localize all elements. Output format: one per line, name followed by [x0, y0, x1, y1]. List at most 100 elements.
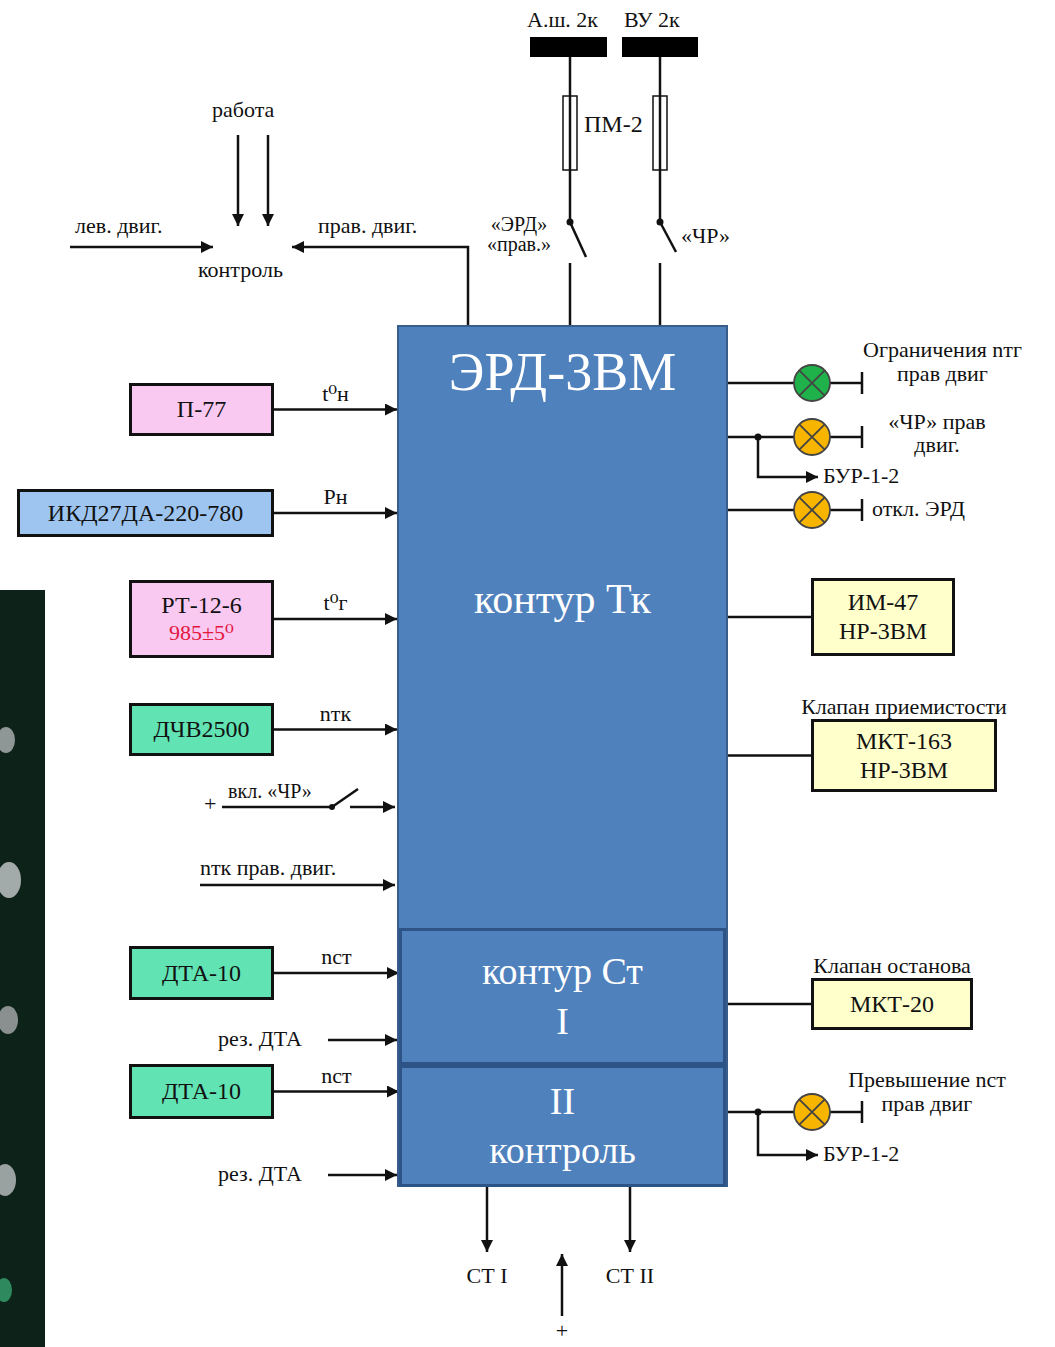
- switch-contact: [329, 804, 335, 810]
- switch-contact: [567, 219, 574, 226]
- annotation-label: +: [556, 1319, 568, 1343]
- photo-bolt: [0, 1164, 16, 1196]
- bus-bar: [622, 37, 698, 57]
- switch-blade: [660, 222, 676, 252]
- node-text: 985±5⁰: [169, 620, 234, 646]
- node-text: I: [556, 997, 569, 1046]
- fuse-symbol: [653, 96, 667, 170]
- node-text: МКТ-20: [850, 990, 934, 1019]
- signal-arrow: [350, 806, 395, 809]
- sensor-box: ИКД27ДА-220-780: [17, 489, 274, 537]
- annotation-label: контроль: [198, 258, 283, 282]
- annotation-label: рез. ДТА: [218, 1162, 302, 1186]
- lamp-cross: [799, 497, 824, 522]
- lamp-terminal: [861, 499, 864, 521]
- node-text: ИКД27ДА-220-780: [48, 499, 243, 528]
- node-text: ЭРД-3ВМ: [399, 341, 726, 403]
- wire: [830, 436, 862, 439]
- annotation-label: СТ II: [606, 1264, 654, 1288]
- indicator-lamp: [794, 492, 830, 528]
- signal-arrow: [200, 884, 395, 887]
- wire: [830, 1111, 862, 1114]
- node-text: II: [550, 1077, 575, 1126]
- lamp-terminal: [861, 1101, 864, 1123]
- wire: [569, 57, 572, 222]
- signal-label: t⁰н: [320, 381, 351, 405]
- lamp-terminal: [861, 426, 864, 448]
- signal-label: Рн: [321, 485, 349, 509]
- connector: [274, 1090, 399, 1093]
- signal-label: nст: [319, 1063, 353, 1087]
- indicator-lamp: [794, 419, 830, 455]
- sensor-box: ДТА-10: [129, 1064, 274, 1119]
- node-text: контур Ст: [482, 947, 643, 996]
- switch-blade: [570, 222, 586, 257]
- signal-arrow: [629, 1187, 632, 1252]
- node-text: МКТ-163 НР-3ВМ: [820, 727, 988, 785]
- annotation-label: откл. ЭРД: [872, 497, 965, 521]
- annotation-label: вкл. «ЧР»: [228, 780, 312, 802]
- lamp-terminal: [861, 372, 864, 394]
- actuator-box: ИМ-47 НР-3ВМ: [811, 578, 955, 656]
- annotation-label: «ЧР» прав двиг.: [878, 410, 996, 456]
- signal-label: nтк: [318, 701, 353, 725]
- signal-arrow: [328, 1039, 397, 1042]
- connector: [274, 512, 397, 515]
- annotation-label: работа: [212, 98, 274, 122]
- wire: [728, 382, 794, 385]
- annotation-label: Превышение nст прав двиг: [832, 1068, 1022, 1116]
- indicator-lamp: [794, 365, 830, 401]
- photo-bolt: [0, 727, 15, 753]
- sensor-box: ДТА-10: [129, 946, 274, 1000]
- junction-dot: [755, 434, 762, 441]
- node-text: РТ-12-6: [161, 591, 241, 620]
- control-loop-box: контур СтI: [399, 928, 726, 1065]
- switch-blade: [332, 789, 358, 807]
- annotation-label: +: [204, 792, 216, 816]
- wire: [659, 263, 662, 325]
- sensor-box: П-77: [129, 383, 274, 436]
- node-text: контроль: [489, 1126, 636, 1175]
- signal-label: nст: [319, 945, 353, 969]
- valve-box: Клапан остановаМКТ-20: [811, 978, 973, 1030]
- connector: [728, 616, 811, 619]
- connector: [728, 754, 811, 757]
- annotation-label: БУР-1-2: [823, 464, 899, 488]
- annotation-label: прав. двиг.: [318, 214, 417, 238]
- connector: [274, 618, 397, 621]
- node-text: П-77: [177, 395, 226, 424]
- bus-bar: [530, 37, 607, 57]
- annotation-label: лев. двиг.: [75, 214, 163, 238]
- node-text: ДЧВ2500: [154, 715, 250, 744]
- photo-ground: [0, 590, 45, 1347]
- connector: [274, 408, 397, 411]
- annotation-label: ПМ-2: [584, 111, 643, 137]
- node-text: ДТА-10: [162, 1077, 241, 1106]
- node-heading: Клапан останова: [813, 954, 971, 978]
- node-text: ДТА-10: [162, 959, 241, 988]
- wire: [728, 509, 794, 512]
- indicator-lamp: [794, 1094, 830, 1130]
- controller-block: ЭРД-3ВМконтур Ткконтур СтIIIконтроль: [397, 325, 728, 1187]
- annotation-label: «ЭРД» «прав.»: [474, 214, 564, 254]
- lamp-cross: [799, 370, 824, 395]
- signal-label: t⁰г: [322, 591, 350, 615]
- annotation-label: рез. ДТА: [218, 1027, 302, 1051]
- connector: [274, 728, 397, 731]
- valve-box: Клапан приемистостиМКТ-163 НР-3ВМ: [811, 719, 997, 792]
- lamp-cross: [799, 424, 824, 449]
- photo-bolt: [0, 1006, 18, 1034]
- switch-contact: [657, 219, 664, 226]
- wire: [830, 509, 862, 512]
- annotation-label: ВУ 2к: [624, 8, 680, 32]
- node-text: контур Тк: [399, 575, 726, 623]
- signal-arrow: [292, 247, 468, 325]
- annotation-label: СТ I: [467, 1264, 508, 1288]
- photo-bolt: [0, 1278, 12, 1302]
- lamp-cross: [799, 1099, 824, 1124]
- annotation-label: nтк прав. двиг.: [200, 856, 336, 880]
- wire: [659, 57, 662, 222]
